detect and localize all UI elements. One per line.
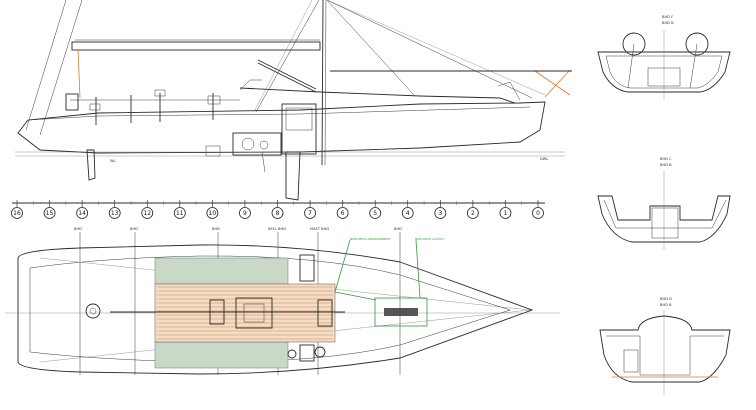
station-marker — [239, 207, 251, 219]
bhd-label-2: BHD — [130, 227, 138, 231]
station-marker — [108, 207, 121, 219]
sheet-line — [534, 70, 571, 96]
station-number: 5 — [373, 210, 377, 217]
section-3: BHD D BHD B — [599, 297, 731, 395]
winch-port — [299, 254, 315, 282]
station-marker — [336, 207, 349, 219]
station-number: 13 — [111, 210, 119, 217]
station-marker — [141, 207, 154, 219]
rudder — [86, 149, 96, 181]
boom — [71, 41, 321, 51]
section-1: BHD F BHD B — [597, 15, 731, 100]
backstay — [326, 0, 533, 99]
station-marker — [304, 207, 316, 219]
station-marker — [401, 207, 414, 219]
engine — [232, 132, 282, 156]
section-2: BHD C BHD B — [597, 157, 731, 250]
cockpit-sole — [154, 283, 336, 343]
svg-text:DWL: DWL — [540, 157, 548, 161]
wheel-port — [622, 32, 646, 56]
stanchions — [65, 89, 240, 125]
deck-plan: BHD BHD BHD KEEL BHD MAST BHD BHD N — [5, 227, 560, 375]
bhd-label-3: BHD — [212, 227, 220, 231]
station-number: 2 — [471, 210, 475, 217]
section-2-label: BHD C — [660, 157, 672, 161]
section-3-sub: BHD B — [660, 303, 672, 307]
mast — [321, 0, 324, 166]
station-marker — [271, 207, 284, 219]
station-marker — [43, 207, 56, 219]
station-number: 10 — [209, 210, 217, 217]
coachroof — [239, 87, 516, 104]
station-number: 11 — [176, 210, 184, 217]
companionway-hatch — [235, 297, 273, 329]
station-number: 7 — [308, 210, 312, 217]
station-number: 16 — [13, 210, 21, 217]
shroud — [326, 0, 415, 96]
station-marker — [466, 207, 479, 219]
hull-profile — [17, 101, 546, 154]
station-marker — [499, 207, 512, 219]
deck-note-2: NEW DECK LAYOUT — [415, 237, 444, 241]
section-2-sub: BHD B — [660, 163, 672, 167]
station-number: 6 — [341, 210, 345, 217]
wheel-stbd — [685, 32, 709, 56]
section-3-label: BHD D — [660, 297, 672, 301]
deck-outline — [17, 244, 534, 375]
companionway — [281, 103, 317, 155]
anchor-locker — [384, 308, 418, 316]
station-number: 14 — [78, 210, 86, 217]
cockpit-seat-stbd — [154, 341, 289, 369]
station-marker — [434, 207, 447, 219]
station-number: 1 — [504, 210, 508, 217]
station-marker — [532, 207, 544, 219]
rudder-post — [85, 303, 101, 319]
station-marker — [206, 207, 219, 219]
svg-text:WL: WL — [110, 159, 116, 163]
station-number: 9 — [243, 210, 247, 217]
keel-fin — [285, 151, 301, 201]
station-number: 12 — [143, 210, 151, 217]
station-marker — [76, 207, 89, 219]
station-marker — [369, 207, 382, 219]
side-profile: WL DWL — [15, 0, 572, 201]
station-number: 15 — [46, 210, 54, 217]
deck-note-1: NEW DECK ARRANGEMENT — [350, 237, 391, 241]
fore-hatch — [374, 297, 428, 327]
section-1-label: BHD F — [662, 15, 673, 19]
mast-step — [317, 299, 333, 327]
station-marker — [11, 207, 23, 219]
winch-stbd — [299, 344, 315, 362]
bhd-label-4: KEEL BHD — [268, 227, 286, 231]
station-number: 3 — [438, 210, 442, 217]
bhd-label-5: MAST BHD — [310, 227, 329, 231]
forestay — [255, 0, 320, 113]
bhd-label-6: BHD — [394, 227, 402, 231]
bhd-label-1: BHD — [74, 227, 82, 231]
section-1-sub: BHD B — [662, 21, 674, 25]
station-number: 8 — [276, 210, 280, 217]
station-number: 4 — [406, 210, 410, 217]
station-marker — [173, 207, 186, 219]
cockpit-seat-port — [154, 257, 289, 285]
station-number: 0 — [536, 210, 540, 217]
